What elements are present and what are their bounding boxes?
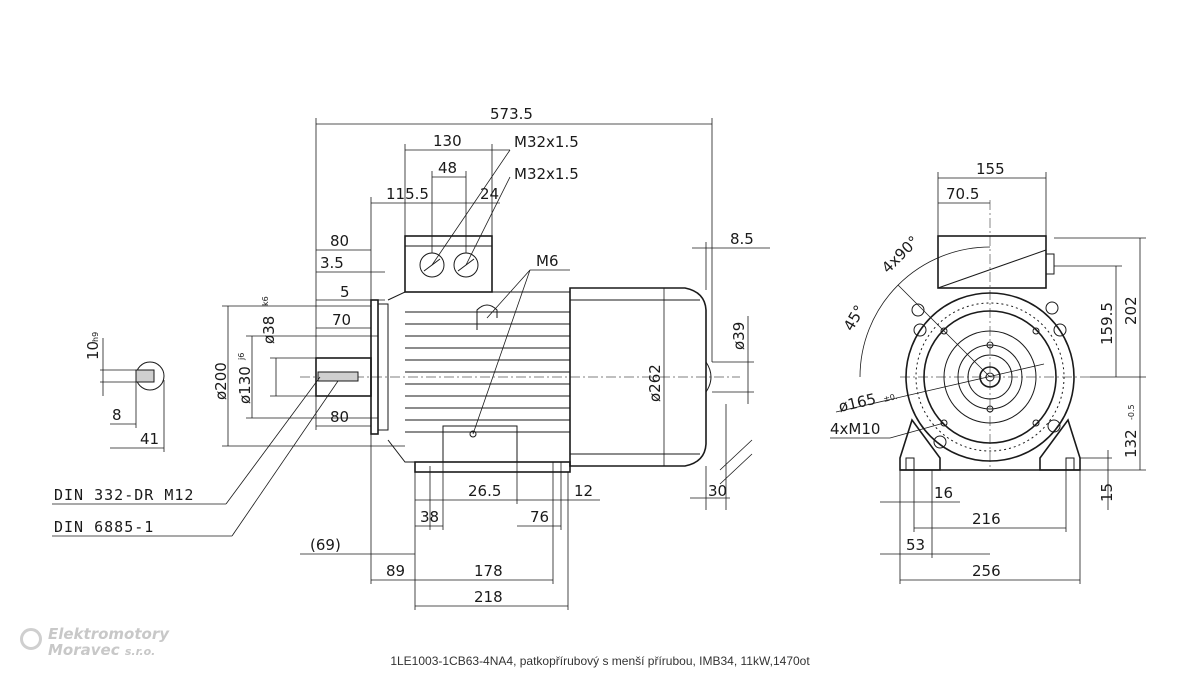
dim-5: 5 — [340, 283, 350, 301]
standard-key: DIN 6885-1 — [54, 518, 154, 536]
end-dim-256: 256 — [972, 562, 1001, 580]
earth-thread-label: M6 — [536, 252, 559, 270]
side-view: 573.5 130 M32x1.5 48 M32x1.5 115.5 24 80… — [52, 105, 770, 610]
dim-89: 89 — [386, 562, 405, 580]
dim-terminal-small: 24 — [480, 185, 499, 203]
svg-text:-0.5: -0.5 — [1127, 404, 1136, 420]
key-width-label: 8 — [112, 406, 122, 424]
dim-8-5: 8.5 — [730, 230, 754, 248]
dim-rear-diameter: ø39 — [730, 322, 748, 350]
end-dim-45: 45° — [840, 302, 869, 334]
svg-text:h9: h9 — [91, 332, 100, 342]
dim-spigot-diameter: ø130 — [236, 366, 254, 404]
end-dim-155: 155 — [976, 160, 1005, 178]
end-dim-pcd: ø165 — [837, 390, 878, 416]
dim-3-5: 3.5 — [320, 254, 344, 272]
dim-80-top: 80 — [330, 232, 349, 250]
dim-terminal-box-width: 130 — [433, 132, 462, 150]
dim-gland-pitch: 48 — [438, 159, 457, 177]
end-dim-4xm10: 4xM10 — [830, 420, 880, 438]
dim-shaft-diameter: ø38 — [260, 316, 278, 344]
key-height-label: 10 — [84, 341, 102, 360]
standard-center-hole: DIN 332-DR M12 — [54, 486, 194, 504]
gland-label-1: M32x1.5 — [514, 133, 579, 151]
dim-218: 218 — [474, 588, 503, 606]
svg-text:j6: j6 — [237, 353, 246, 361]
dim-terminal-box-offset: 115.5 — [386, 185, 429, 203]
end-view: 155 70.5 4x90° 45° ø165 ±0. 4xM10 159.5 … — [830, 160, 1146, 584]
end-dim-70-5: 70.5 — [946, 185, 979, 203]
dim-26-5: 26.5 — [468, 482, 501, 500]
cooling-fins — [405, 311, 570, 433]
dim-70: 70 — [332, 311, 351, 329]
end-dim-16: 16 — [934, 484, 953, 502]
logo-icon — [20, 628, 42, 650]
dim-76: 76 — [530, 508, 549, 526]
key-depth-label: 41 — [140, 430, 159, 448]
dim-69: (69) — [310, 536, 341, 554]
gland-label-2: M32x1.5 — [514, 165, 579, 183]
dim-30: 30 — [708, 482, 727, 500]
end-dim-216: 216 — [972, 510, 1001, 528]
company-logo: Elektromotory Moravec s.r.o. — [20, 626, 169, 660]
dim-body-diameter: ø262 — [646, 364, 664, 402]
end-dim-159-5: 159.5 — [1098, 302, 1116, 345]
end-dim-15: 15 — [1098, 483, 1116, 502]
end-dim-shaft-height: 132 — [1122, 429, 1140, 458]
dim-80-bottom: 80 — [330, 408, 349, 426]
end-dim-53: 53 — [906, 536, 925, 554]
dim-38-foot: 38 — [420, 508, 439, 526]
dim-12: 12 — [574, 482, 593, 500]
svg-text:k6: k6 — [261, 296, 270, 306]
drawing-caption: 1LE1003-1CB63-4NA4, patkopřírubový s men… — [390, 654, 810, 668]
shaft-key-section: 10 h9 8 41 — [84, 332, 165, 452]
dim-flange-diameter: ø200 — [212, 362, 230, 400]
svg-text:±0.: ±0. — [882, 392, 898, 404]
dim-overall-length: 573.5 — [490, 105, 533, 123]
dim-178: 178 — [474, 562, 503, 580]
end-dim-202: 202 — [1122, 296, 1140, 325]
